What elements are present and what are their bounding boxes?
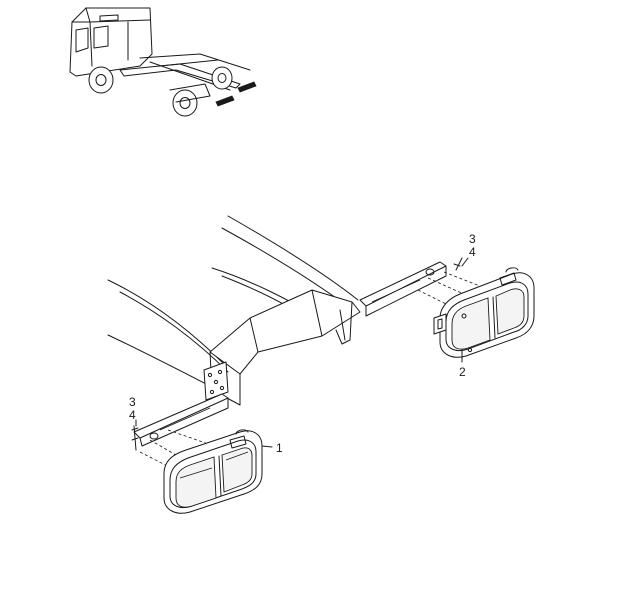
chassis-frame [107,215,361,406]
leader-lines [135,257,469,448]
callout-nut-right: 4 [469,245,476,259]
fastener-left [131,425,139,451]
rear-lamp-left [163,429,263,514]
rear-lamp-right [433,267,535,358]
lamp-bracket-left [133,393,229,447]
callout-rear-lamp-left: 1 [276,441,283,455]
lamp-bracket-right [359,261,447,317]
truck-locator-thumbnail [69,7,257,117]
callout-screw-right: 3 [469,232,476,246]
highlighted-rear-lamp-right [237,81,257,93]
callout-nut-left: 4 [129,408,136,422]
highlighted-rear-lamp-left [215,95,235,107]
callout-screw-left: 3 [129,395,136,409]
callout-rear-lamp-right: 2 [459,365,466,379]
fastener-right [453,257,463,271]
